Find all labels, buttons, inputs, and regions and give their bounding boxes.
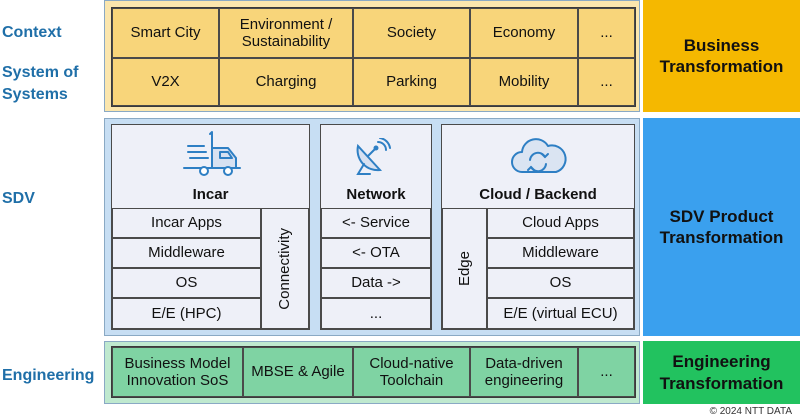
context-cell-environment: Environment / Sustainability bbox=[219, 8, 353, 58]
system-of-systems-label-line2: Systems bbox=[2, 86, 68, 103]
business-transformation-box: Business Transformation bbox=[643, 0, 800, 112]
sdv-label: SDV bbox=[2, 190, 35, 207]
engineering-cell-toolchain: Cloud-native Toolchain bbox=[353, 347, 470, 397]
context-cell-society: Society bbox=[353, 8, 470, 58]
network-item-ota: <- OTA bbox=[321, 238, 431, 268]
network-title: Network bbox=[346, 186, 406, 204]
network-item-more: ... bbox=[321, 298, 431, 329]
connectivity-label: Connectivity bbox=[276, 227, 294, 310]
satellite-dish-icon bbox=[350, 137, 392, 178]
system-of-systems-label-line1: System of bbox=[2, 64, 79, 81]
sdv-transformation-label: SDV Product Transformation bbox=[659, 206, 784, 247]
context-label: Context bbox=[2, 24, 62, 41]
cloud-layer-os: OS bbox=[487, 268, 634, 298]
incar-layer-apps: Incar Apps bbox=[112, 208, 261, 238]
edge-column: Edge bbox=[442, 208, 487, 329]
engineering-cell-business-model: Business Model Innovation SoS bbox=[112, 347, 243, 397]
engineering-transformation-label: Engineering Transformation bbox=[659, 352, 784, 393]
sdv-transformation-box: SDV Product Transformation bbox=[643, 118, 800, 336]
engineering-cell-more: ... bbox=[578, 347, 635, 397]
engineering-cell-data-driven: Data-driven engineering bbox=[470, 347, 578, 397]
cloud-layer-apps: Cloud Apps bbox=[487, 208, 634, 238]
incar-layer-middleware: Middleware bbox=[112, 238, 261, 268]
business-transformation-label: Business Transformation bbox=[659, 35, 784, 76]
engineering-label: Engineering bbox=[2, 367, 95, 384]
sos-cell-charging: Charging bbox=[219, 58, 353, 106]
sos-cell-parking: Parking bbox=[353, 58, 470, 106]
sos-cell-more: ... bbox=[578, 58, 635, 106]
incar-layer-os: OS bbox=[112, 268, 261, 298]
context-cell-economy: Economy bbox=[470, 8, 578, 58]
context-cell-smart-city: Smart City bbox=[112, 8, 219, 58]
engineering-cell-mbse: MBSE & Agile bbox=[243, 347, 353, 397]
network-item-data: Data -> bbox=[321, 268, 431, 298]
context-cell-more: ... bbox=[578, 8, 635, 58]
cloud-sync-icon bbox=[508, 134, 568, 180]
sos-cell-mobility: Mobility bbox=[470, 58, 578, 106]
truck-icon bbox=[180, 128, 244, 180]
incar-layer-ee: E/E (HPC) bbox=[112, 298, 261, 329]
incar-title: Incar bbox=[192, 186, 229, 204]
connectivity-column: Connectivity bbox=[261, 208, 309, 329]
network-item-service: <- Service bbox=[321, 208, 431, 238]
sos-cell-v2x: V2X bbox=[112, 58, 219, 106]
cloud-layer-middleware: Middleware bbox=[487, 238, 634, 268]
copyright-footer: © 2024 NTT DATA bbox=[709, 406, 792, 417]
edge-label: Edge bbox=[455, 250, 473, 287]
cloud-layer-ee: E/E (virtual ECU) bbox=[487, 298, 634, 329]
cloud-title: Cloud / Backend bbox=[479, 186, 597, 204]
engineering-transformation-box: Engineering Transformation bbox=[643, 341, 800, 404]
